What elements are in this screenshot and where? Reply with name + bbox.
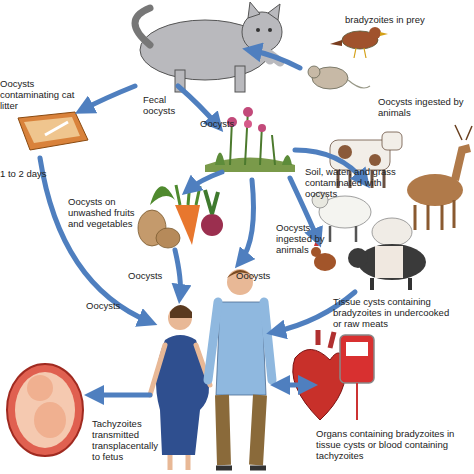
litter-box [18,112,88,150]
bird [330,27,388,58]
pregnant-woman [150,305,210,470]
cat [135,2,282,92]
annotation-label: Oocysts [200,118,245,129]
annotation-label: Oocysts on unwashed fruits and vegetable… [68,196,150,229]
heart-and-blood-bag [293,330,374,420]
annotation-label: Oocysts [236,270,281,281]
fetus-in-uterus [7,364,83,456]
annotation-label: Organs containing bradyzoites in tissue … [316,428,472,461]
plants [205,107,295,172]
annotation-label: 1 to 2 days [0,168,60,179]
annotation-label: Tachyzoites transmitted transplacentally… [92,418,158,462]
annotation-label: bradyzoites in prey [345,14,460,25]
annotation-label: Oocysts ingested by animals [378,96,470,118]
annotation-label: Oocysts [86,300,131,311]
man [208,269,272,468]
annotation-label: Oocysts contaminating cat litter [0,78,95,111]
farm-animals [311,125,472,290]
annotation-label: Oocysts ingested by animals [276,222,338,255]
mouse [308,66,370,89]
annotation-label: Oocysts [128,270,173,281]
transmission-arrows [40,50,365,395]
annotation-label: Soil, water, and grass contaminated with… [305,166,413,199]
annotation-label: Fecal oocysts [143,94,185,116]
vegetables [138,182,223,248]
annotation-label: Tissue cysts containing bradyzoites in u… [333,296,458,329]
